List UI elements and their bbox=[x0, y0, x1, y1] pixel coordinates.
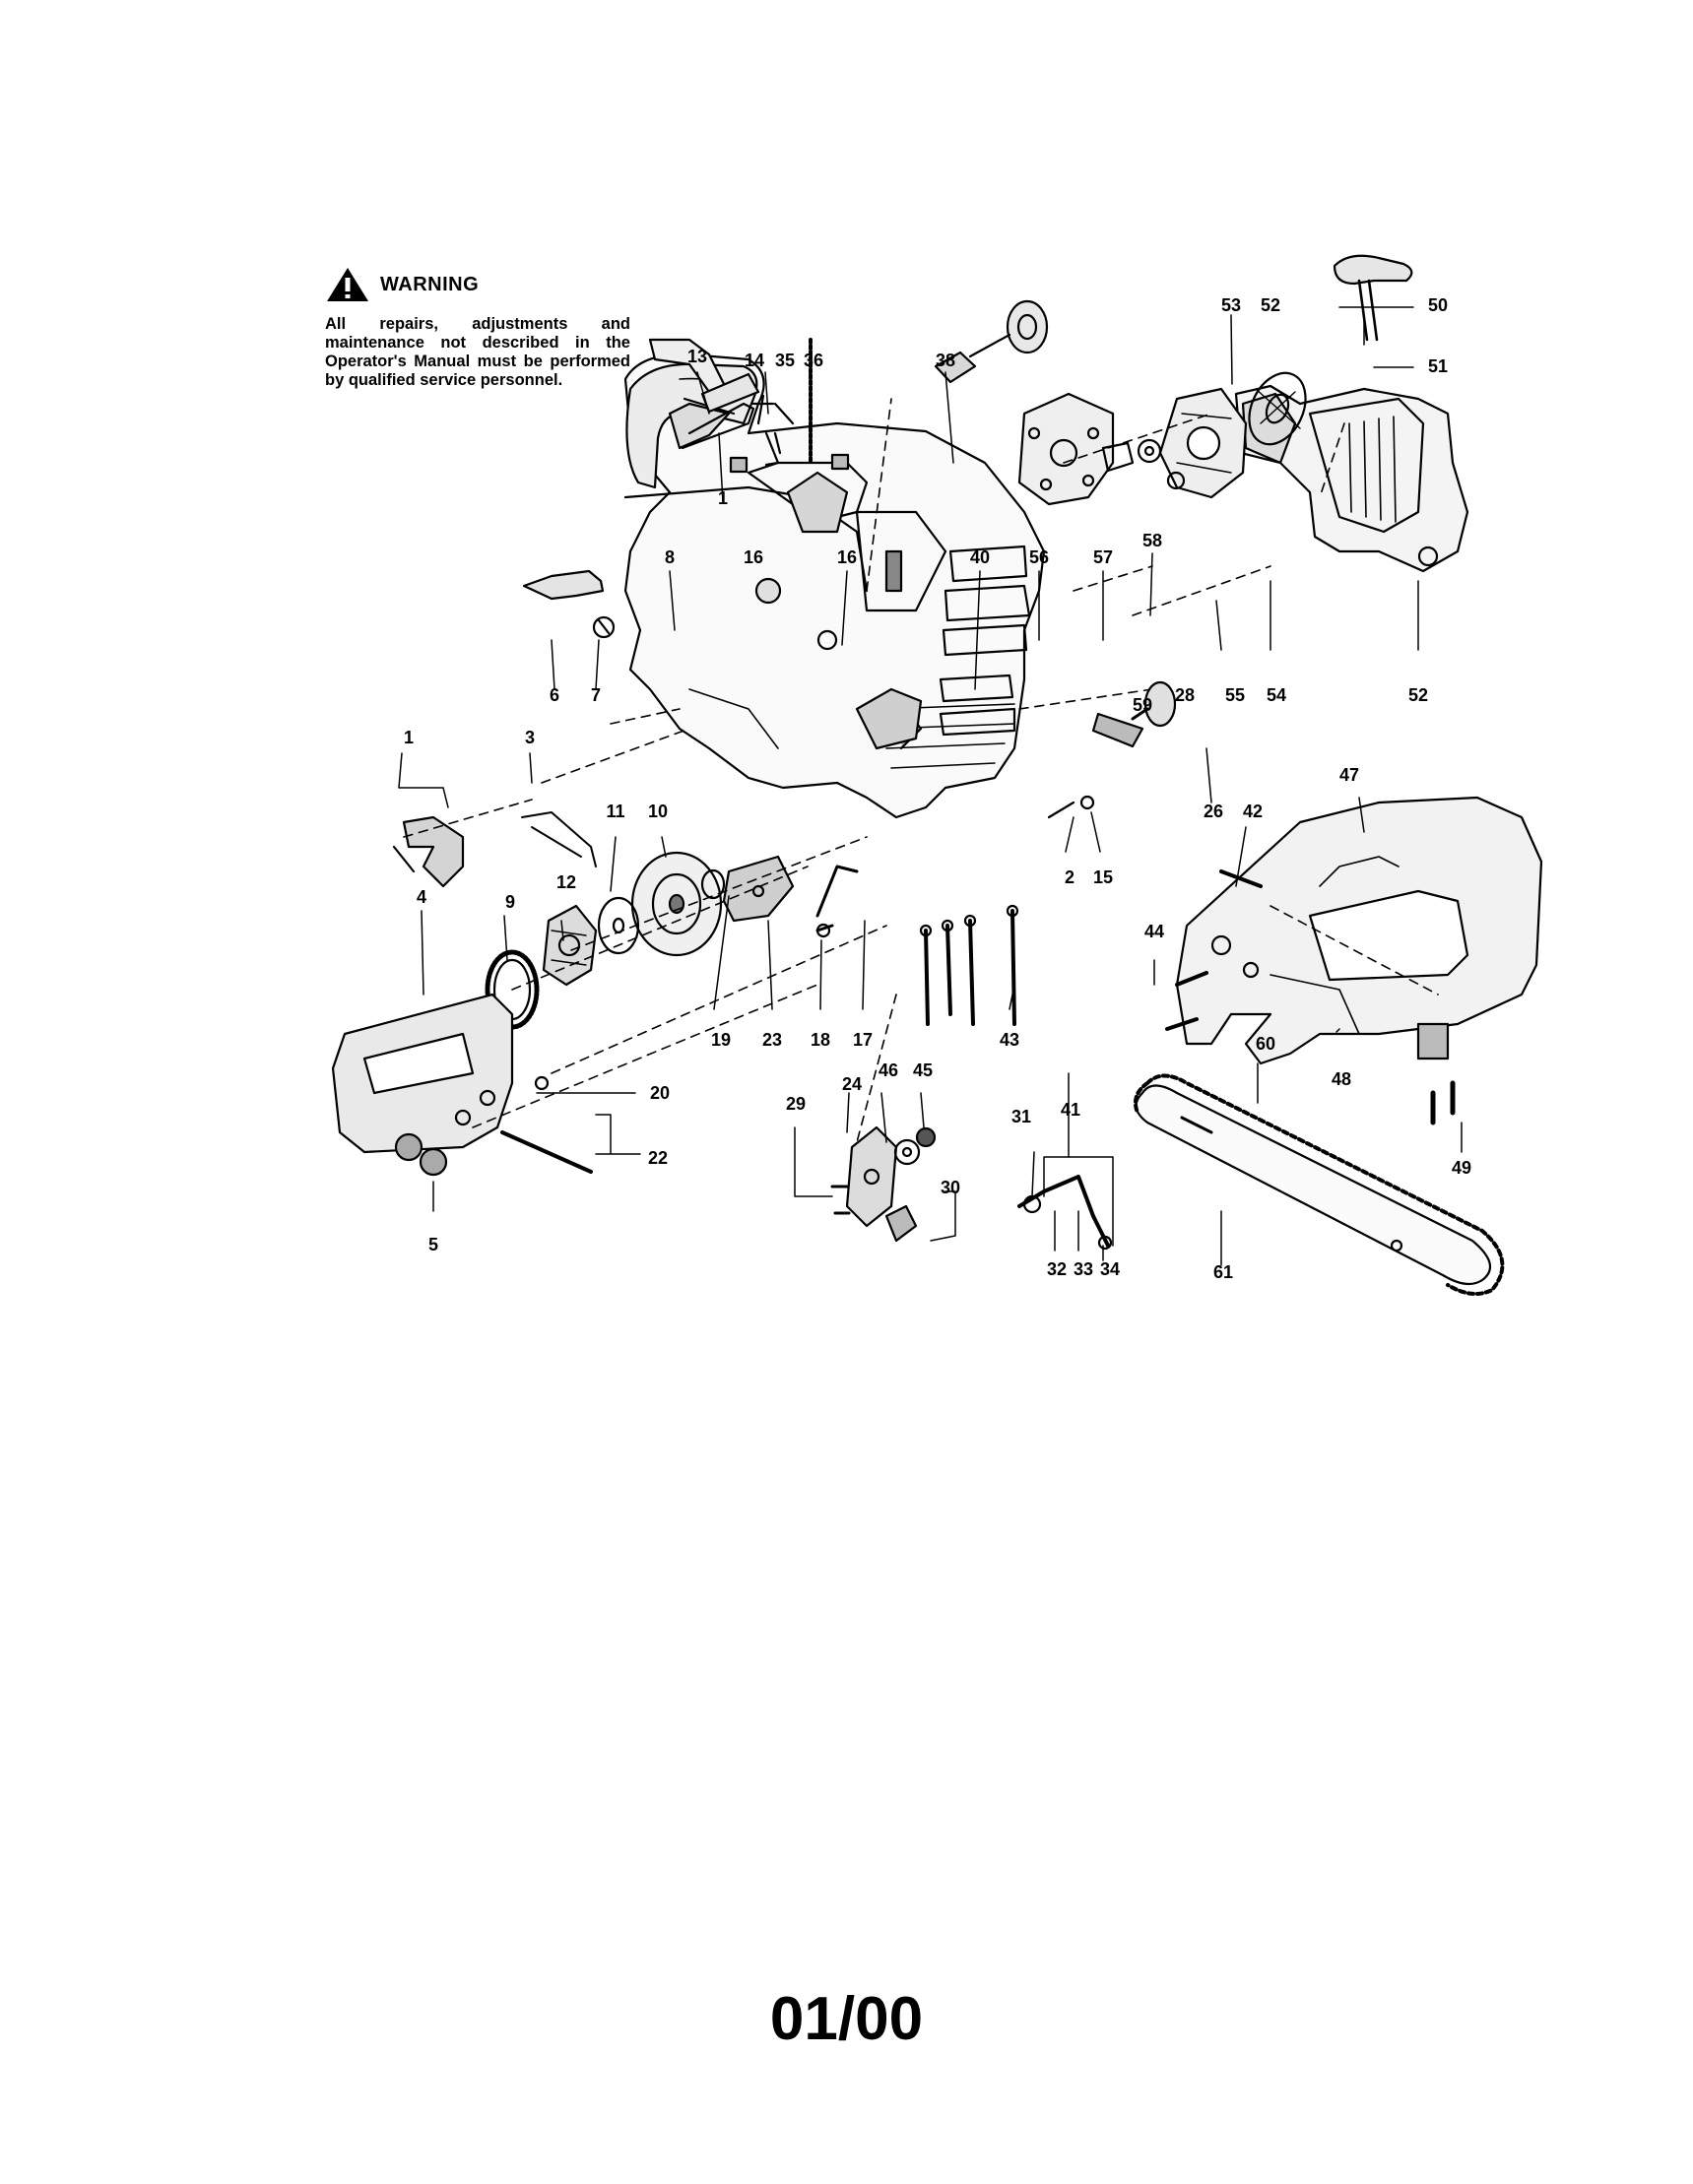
part-label-33: 33 bbox=[1074, 1259, 1093, 1279]
part-label-1b: 1 bbox=[404, 728, 414, 747]
part-label-36: 36 bbox=[804, 351, 823, 370]
part-label-26: 26 bbox=[1204, 802, 1223, 821]
bushing bbox=[729, 456, 749, 474]
part-label-52a: 52 bbox=[1261, 295, 1280, 315]
part-label-20: 20 bbox=[650, 1083, 670, 1103]
part-label-34: 34 bbox=[1100, 1259, 1120, 1279]
part-label-16a: 16 bbox=[744, 547, 763, 567]
clutch-assembly bbox=[542, 904, 598, 987]
starter-handle bbox=[1333, 254, 1413, 342]
part-label-23: 23 bbox=[762, 1030, 782, 1050]
part-label-60: 60 bbox=[1256, 1034, 1275, 1054]
part-label-2: 2 bbox=[1065, 867, 1074, 887]
saw-chain bbox=[1134, 1073, 1505, 1296]
part-label-28: 28 bbox=[1175, 685, 1195, 705]
part-label-10: 10 bbox=[648, 802, 668, 821]
part-label-32: 32 bbox=[1047, 1259, 1067, 1279]
part-label-58: 58 bbox=[1142, 531, 1162, 550]
part-label-22: 22 bbox=[648, 1148, 668, 1168]
warning-text: All repairs, adjustments and maintenance… bbox=[325, 315, 630, 389]
ignition-module bbox=[1017, 392, 1135, 506]
part-label-3: 3 bbox=[525, 728, 535, 747]
part-label-46: 46 bbox=[879, 1060, 898, 1080]
part-label-41: 41 bbox=[1061, 1100, 1080, 1120]
part-label-24: 24 bbox=[842, 1074, 862, 1094]
sprocket-cover bbox=[331, 993, 593, 1177]
starter-pulley bbox=[1248, 371, 1307, 446]
warning-title: WARNING bbox=[380, 273, 480, 295]
warning-triangle-icon bbox=[327, 268, 368, 301]
part-label-8: 8 bbox=[665, 547, 675, 567]
part-label-50: 50 bbox=[1428, 295, 1448, 315]
warning-notice: WARNING All repairs, adjustments and mai… bbox=[325, 266, 630, 390]
part-label-43: 43 bbox=[1000, 1030, 1019, 1050]
part-label-11: 11 bbox=[606, 802, 624, 821]
spark-plug-boot bbox=[1091, 680, 1177, 748]
flywheel bbox=[1158, 387, 1248, 499]
part-label-44: 44 bbox=[1144, 922, 1164, 941]
nut bbox=[1137, 438, 1162, 464]
part-label-45: 45 bbox=[913, 1060, 933, 1080]
part-label-40: 40 bbox=[970, 547, 990, 567]
part-label-4: 4 bbox=[417, 887, 426, 907]
chain-brake-lever bbox=[392, 811, 597, 888]
part-label-57: 57 bbox=[1093, 547, 1113, 567]
part-label-35: 35 bbox=[775, 351, 795, 370]
part-label-54: 54 bbox=[1267, 685, 1286, 705]
clutch-washer bbox=[597, 868, 726, 955]
part-label-42: 42 bbox=[1243, 802, 1263, 821]
part-label-49: 49 bbox=[1452, 1158, 1471, 1178]
part-label-1a: 1 bbox=[718, 488, 728, 508]
part-label-14: 14 bbox=[745, 351, 764, 370]
part-label-13: 13 bbox=[687, 347, 707, 366]
part-label-29: 29 bbox=[786, 1094, 806, 1114]
assembly-lines bbox=[403, 398, 1439, 1143]
part-label-47: 47 bbox=[1339, 765, 1359, 785]
rear-handle bbox=[1175, 796, 1543, 1065]
guide-bar bbox=[1135, 1084, 1492, 1286]
part-label-30: 30 bbox=[941, 1178, 960, 1197]
part-label-48: 48 bbox=[1332, 1069, 1351, 1089]
part-label-53: 53 bbox=[1221, 295, 1241, 315]
bar-guide-plate bbox=[722, 855, 795, 923]
bolts bbox=[815, 795, 1095, 1026]
part-label-12: 12 bbox=[556, 872, 576, 892]
part-label-16b: 16 bbox=[837, 547, 857, 567]
part-label-59: 59 bbox=[1133, 695, 1152, 715]
date-code: 01/00 bbox=[769, 1985, 924, 2053]
part-label-5: 5 bbox=[428, 1235, 438, 1254]
oil-pump bbox=[830, 1125, 937, 1243]
part-label-52b: 52 bbox=[1408, 685, 1428, 705]
part-label-9: 9 bbox=[505, 892, 515, 912]
part-label-18: 18 bbox=[811, 1030, 830, 1050]
starter-housing bbox=[1234, 384, 1469, 573]
part-label-56: 56 bbox=[1029, 547, 1049, 567]
part-label-17: 17 bbox=[853, 1030, 873, 1050]
part-label-38: 38 bbox=[936, 351, 955, 370]
leader-lines bbox=[398, 306, 1463, 1266]
handle-bolt bbox=[522, 569, 616, 639]
part-label-15: 15 bbox=[1093, 867, 1113, 887]
part-label-31: 31 bbox=[1011, 1107, 1031, 1126]
part-label-55: 55 bbox=[1225, 685, 1245, 705]
clutch-drum bbox=[630, 851, 723, 957]
part-label-7: 7 bbox=[591, 685, 601, 705]
part-label-19: 19 bbox=[711, 1030, 731, 1050]
part-label-51: 51 bbox=[1428, 356, 1448, 376]
part-label-6: 6 bbox=[550, 685, 559, 705]
part-label-61: 61 bbox=[1213, 1262, 1233, 1282]
